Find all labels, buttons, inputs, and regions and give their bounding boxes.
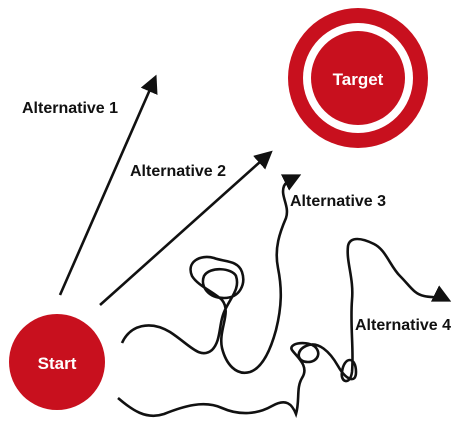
target-label: Target	[333, 70, 384, 89]
alternative-2-label: Alternative 2	[130, 163, 226, 180]
alternative-3-label: Alternative 3	[290, 193, 386, 210]
start-circle	[9, 314, 105, 410]
target-inner-circle	[311, 31, 405, 125]
start-node: Start	[9, 314, 105, 410]
alternative-4-label: Alternative 4	[355, 317, 451, 334]
start-label: Start	[38, 354, 77, 373]
target-node: Target	[288, 8, 428, 148]
alternative-1-label: Alternative 1	[22, 100, 118, 117]
alternative-3-path	[120, 174, 302, 375]
alternative-4-path	[117, 237, 452, 419]
alternative-2-path	[99, 150, 273, 306]
alternative-1-path	[58, 74, 158, 296]
